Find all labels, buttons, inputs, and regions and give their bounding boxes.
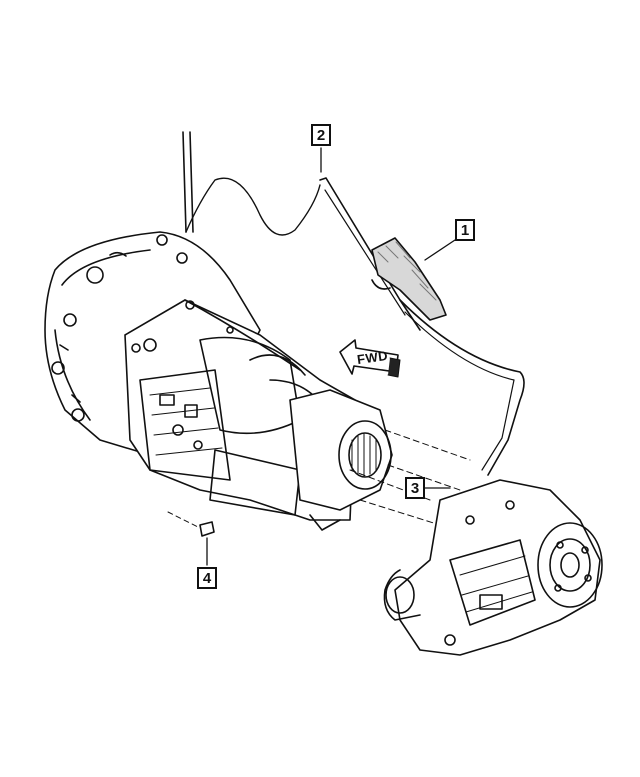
forward-arrow <box>339 339 401 378</box>
callout-4[interactable]: 4 <box>197 567 217 589</box>
transfer-case <box>383 479 603 656</box>
callout-2[interactable]: 2 <box>311 124 331 146</box>
shift-cable-vertical <box>182 131 321 236</box>
cable-bracket-part1 <box>371 237 447 321</box>
callout-1[interactable]: 1 <box>455 219 475 241</box>
dipstick-tube <box>319 177 525 476</box>
extension-housing <box>289 389 393 531</box>
drain-plug-part4 <box>167 511 215 537</box>
callout-3[interactable]: 3 <box>405 477 425 499</box>
callout-leaders <box>206 147 456 566</box>
